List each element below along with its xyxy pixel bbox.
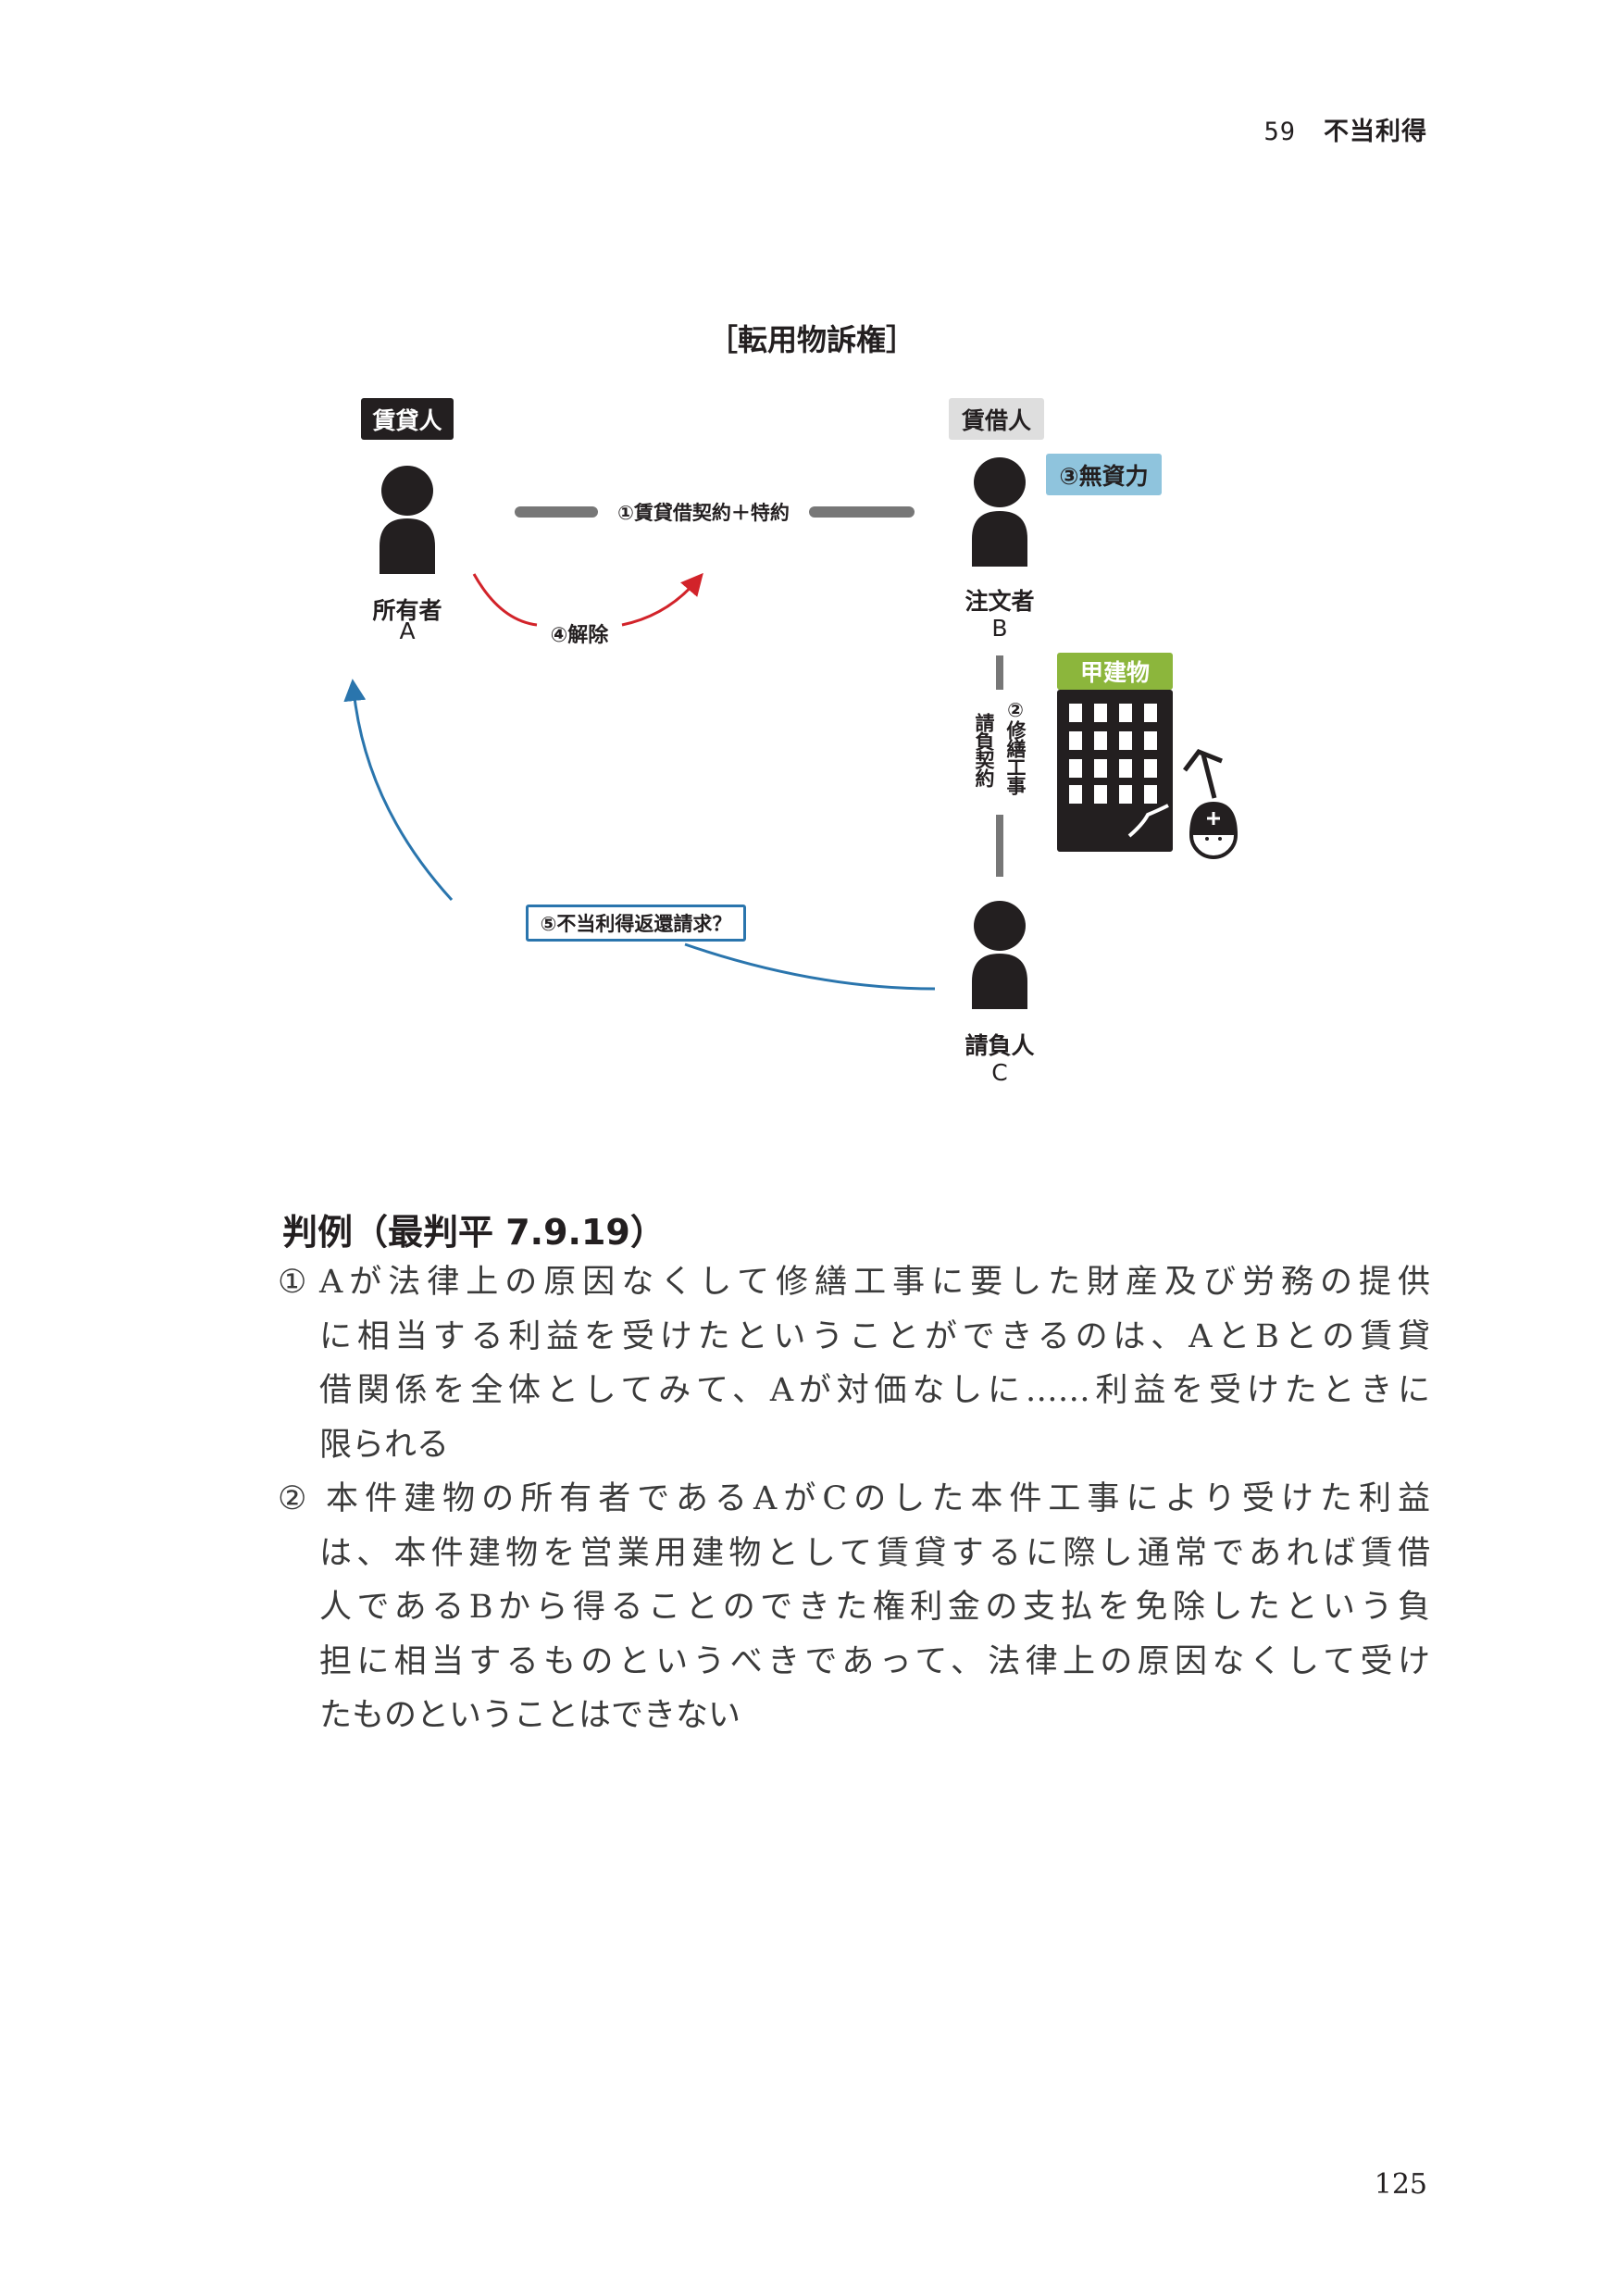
item-line: 担に相当するものというべきであって、法律上の原因なくして受け [319,1642,1430,1680]
case-item-2: ② 本件建物の所有者であるAがCのした本件工事により受けた利益 は、本件建物を営業… [278,1472,1430,1743]
chapter-number: 59 [1263,118,1296,146]
running-head: 59 不当利得 [1263,111,1427,147]
claim-arrow-tail [684,942,936,991]
party-a-letter: A [399,618,416,644]
building-label: 甲建物 [1057,653,1173,690]
case-heading: 判例（最判平 7.9.19） [282,1212,666,1253]
insolvency-badge: ③無資力 [1046,454,1162,495]
page-number: 125 [1374,2168,1427,2201]
item-line: Aが法律上の原因なくして修繕工事に要した財産及び労務の提供 [319,1264,1430,1301]
item-marker: ② [278,1480,307,1517]
diagram-title: ［転用物訴権］ [708,322,916,357]
person-b-icon [972,457,1027,567]
construction-worker-icon [1183,748,1238,859]
repair-work-label: ②修繕工事 [1004,699,1027,794]
chapter-title: 不当利得 [1324,118,1427,146]
item-line: 限られる [319,1426,450,1464]
party-b-name: 注文者 [965,588,1035,615]
person-c-icon [972,901,1027,1009]
party-b-letter: B [991,615,1008,642]
item-line: 人であるBから得ることのできた権利金の支払を免除したという負 [319,1589,1430,1626]
item-line: 借関係を全体としてみて、Aが対価なしに……利益を受けたときに [319,1372,1430,1409]
lessor-role-badge: 賃貸人 [361,398,454,440]
party-c-name: 請負人 [965,1032,1035,1059]
case-item-1: ① Aが法律上の原因なくして修繕工事に要した財産及び労務の提供 に相当する利益を受… [278,1255,1430,1472]
diagram-graphics [343,457,1238,1009]
item-line: に相当する利益を受けたということができるのは、AとBとの賃貸 [319,1317,1430,1355]
termination-arrow-icon [621,572,703,627]
diagram: ［転用物訴権］ 賃貸人 賃借人 ③無資力 甲建物 ①賃貸借契約＋特約 ④解除 所… [343,322,1238,1086]
party-c-letter: C [991,1059,1008,1086]
item-line: 本件建物の所有者であるAがCのした本件工事により受けた利益 [319,1480,1430,1517]
contract-bc-label: 請負契約 [973,713,995,787]
termination-label: ④解除 [550,624,609,647]
claim-label: ⑤不当利得返還請求？ [526,905,746,942]
lessee-role-badge: 賃借人 [949,398,1044,440]
item-marker: ① [278,1264,307,1301]
party-a-name: 所有者 [372,597,442,624]
building-icon [1057,690,1173,852]
claim-arrow-icon [343,679,454,902]
contract-ab-label: ①賃貸借契約＋特約 [617,502,790,524]
person-a-icon [380,466,435,574]
item-line: たものということはできない [319,1697,741,1734]
item-line: は、本件建物を営業用建物として賃貸するに際し通常であれば賃借 [319,1534,1430,1572]
termination-arrow-tail [472,573,538,627]
